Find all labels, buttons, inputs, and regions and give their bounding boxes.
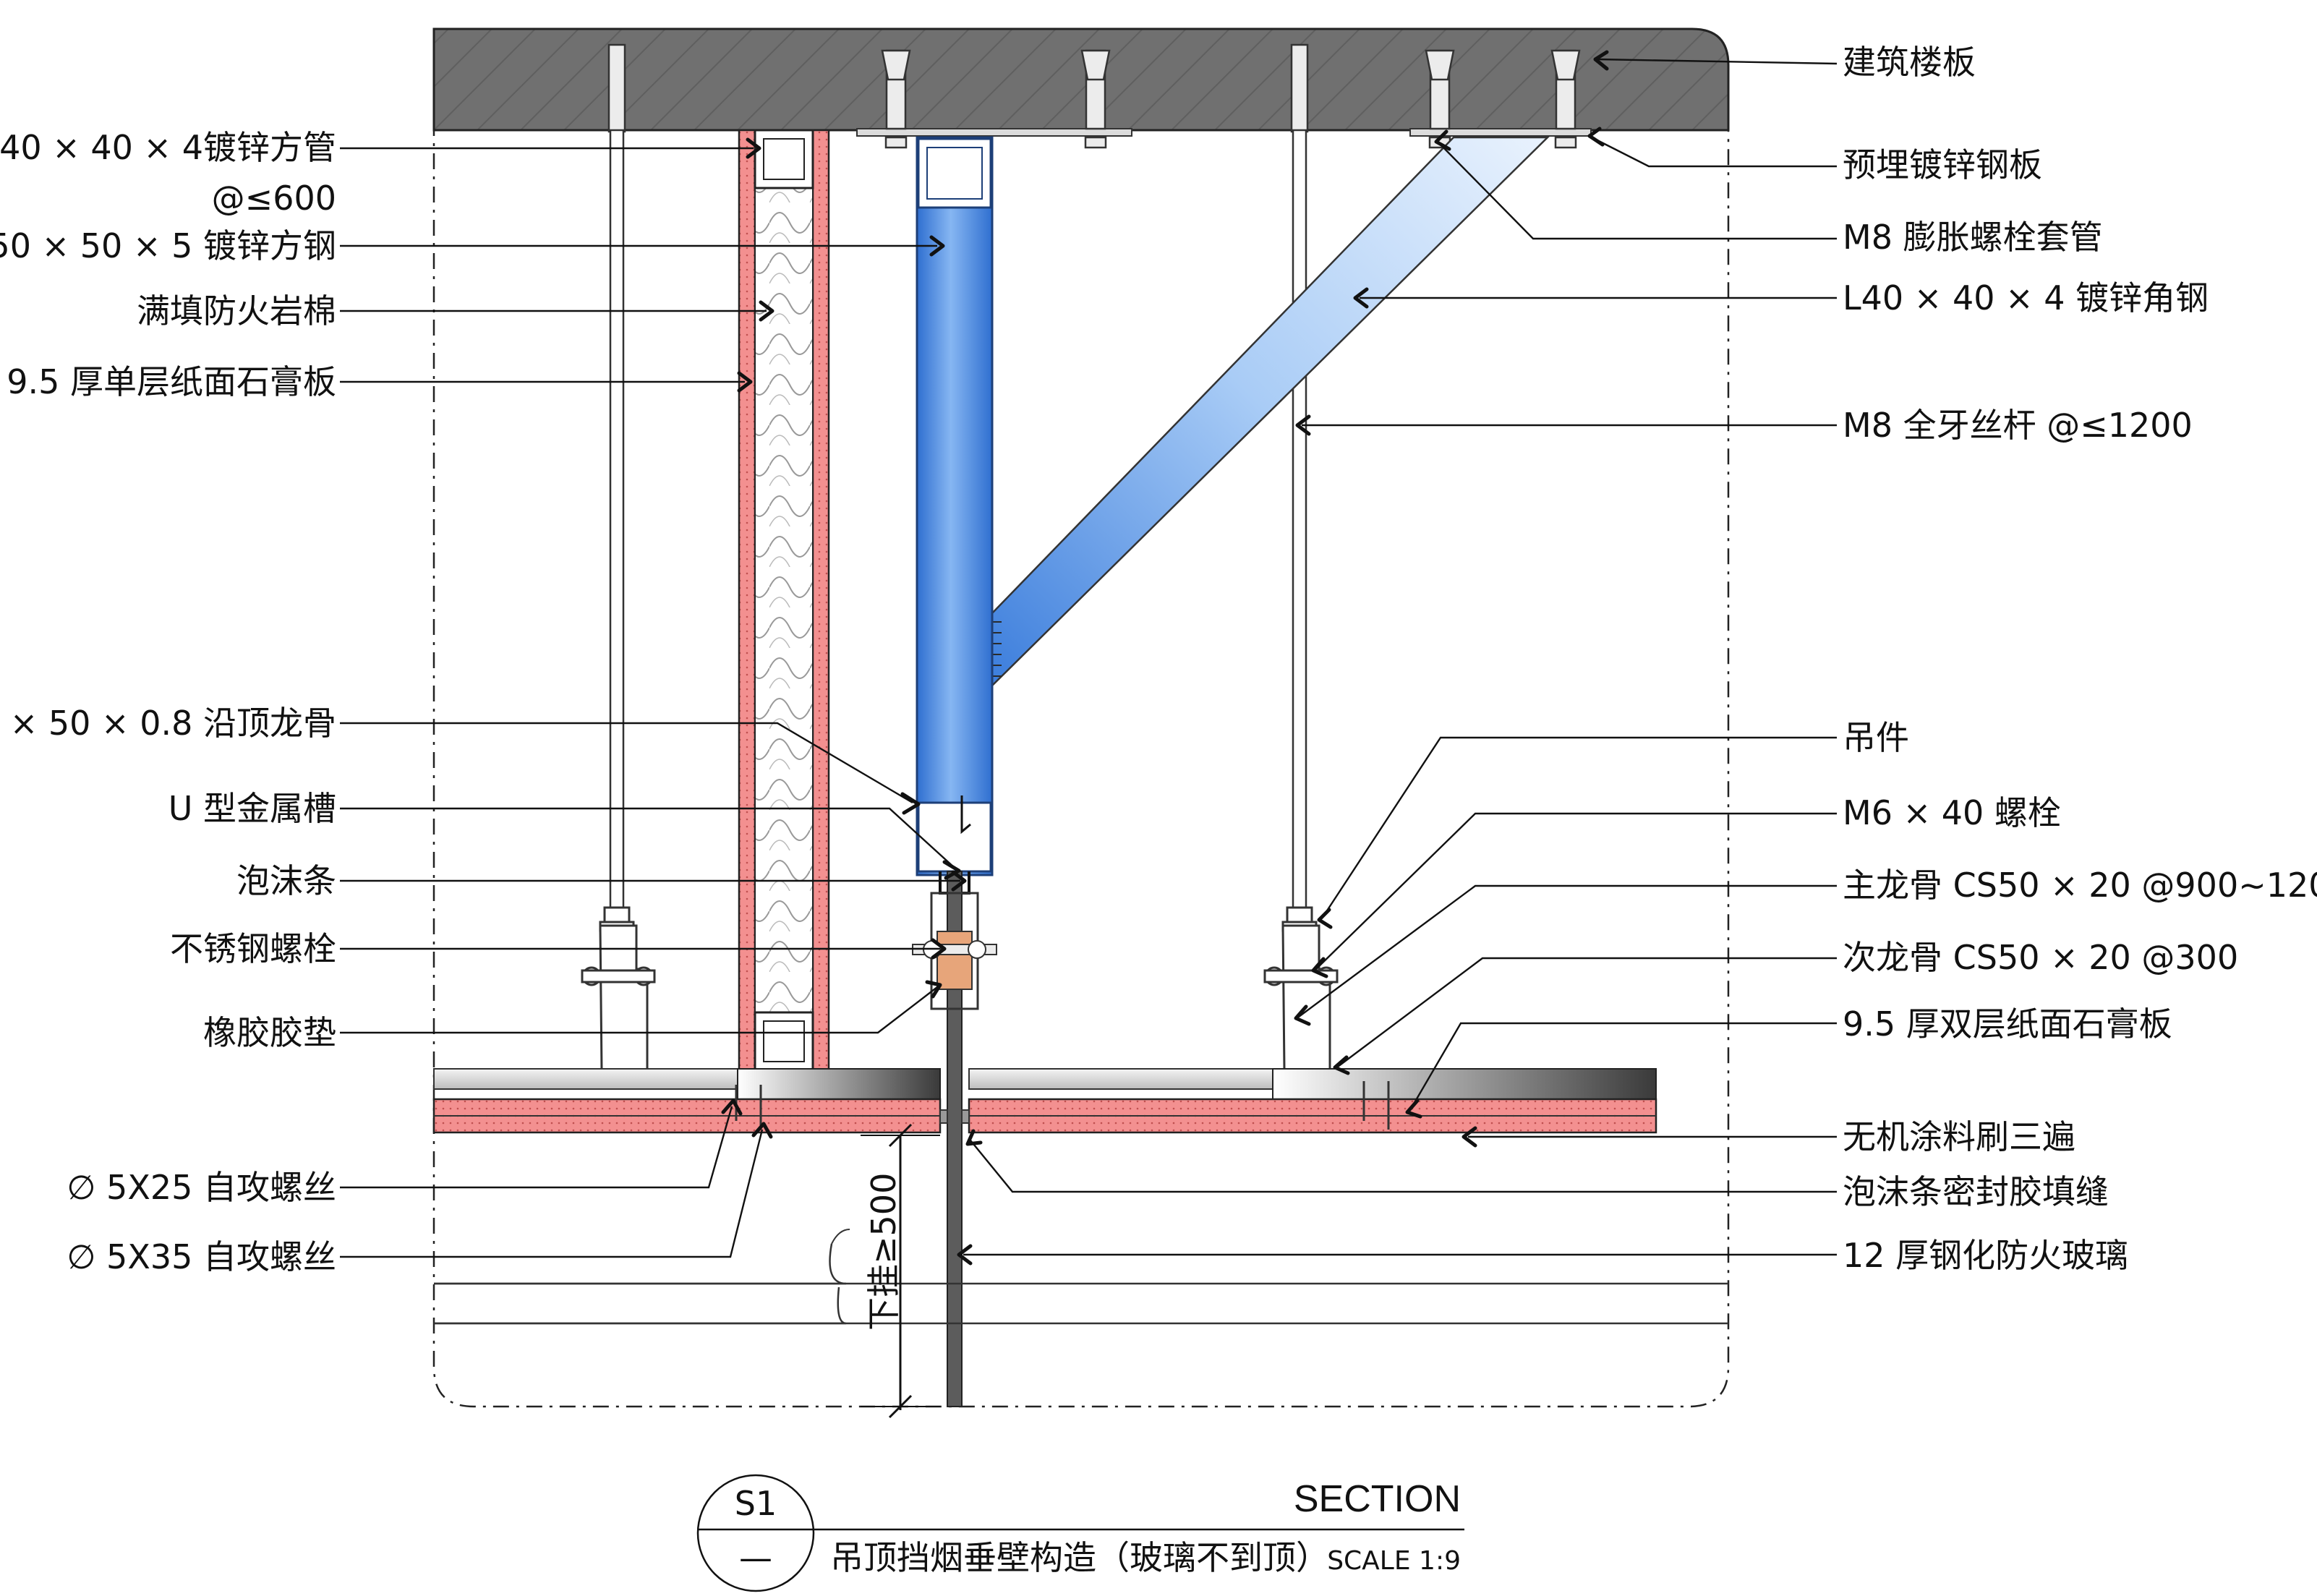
label-tube40-spacing: @≤600 <box>212 179 336 218</box>
label-single-board: 9.5 厚单层纸面石膏板 <box>7 362 336 401</box>
steel-50-top-box <box>917 137 992 209</box>
gypsum-board-right <box>811 129 830 1072</box>
tube-40-bottom <box>754 1011 814 1072</box>
title-sub: — <box>739 1538 772 1577</box>
hanger-left <box>581 906 656 1072</box>
angle-brace <box>989 136 1550 689</box>
hanger-right <box>1263 906 1339 1072</box>
label-double-board: 9.5 厚双层纸面石膏板 <box>1843 1004 2172 1044</box>
label-embed-plate: 预埋镀锌钢板 <box>1843 145 2042 184</box>
rock-wool <box>754 129 814 1071</box>
label-screw35: ∅ 5X35 自攻螺丝 <box>67 1237 336 1276</box>
label-u75: U75 × 50 × 0.8 沿顶龙骨 <box>0 704 336 743</box>
sealant-foam <box>939 1109 970 1124</box>
gypsum-board-left <box>738 129 756 1072</box>
label-foam: 泡沫条 <box>236 861 336 900</box>
label-main-keel: 主龙骨 CS50 × 20 @900~1200 <box>1843 866 2317 905</box>
left-leaders <box>340 137 967 1258</box>
u75-track-box <box>917 801 992 873</box>
label-screw25: ∅ 5X25 自攻螺丝 <box>67 1168 336 1207</box>
lower-lines <box>434 1229 1728 1325</box>
brace-threads <box>987 621 1002 677</box>
concrete-slab <box>432 27 1730 132</box>
dimension-label: 下挂≥500 <box>864 1173 903 1331</box>
title-id: S1 <box>735 1484 777 1523</box>
label-m6bolt: M6 × 40 螺栓 <box>1843 793 2061 832</box>
title-block: S1 — SECTION 吊顶挡烟垂壁构造（玻璃不到顶） SCALE 1:9 <box>696 1474 1464 1592</box>
label-glass: 12 厚钢化防火玻璃 <box>1843 1236 2128 1275</box>
title-scale: SCALE 1:9 <box>1327 1546 1461 1576</box>
title-section: SECTION <box>1294 1478 1461 1520</box>
title-name: 吊顶挡烟垂壁构造（玻璃不到顶） <box>830 1538 1329 1577</box>
title-circle <box>696 1474 815 1592</box>
embed-plate-right <box>1409 128 1592 137</box>
label-sec-keel: 次龙骨 CS50 × 20 @300 <box>1843 938 2238 977</box>
label-hanger: 吊件 <box>1843 718 1909 757</box>
label-m8-sleeve: M8 膨胀螺栓套管 <box>1843 218 2103 257</box>
screw-in-box <box>960 795 971 835</box>
label-slab: 建筑楼板 <box>1843 43 1976 82</box>
secondary-keel-right <box>1272 1068 1657 1100</box>
label-tube40: 40 × 40 × 4镀锌方管 <box>0 128 336 167</box>
steel-50-top-inner <box>926 147 983 200</box>
bolt-nut-right <box>968 940 986 959</box>
label-ss-bolt: 不锈钢螺栓 <box>170 929 336 968</box>
label-sealant: 泡沫条密封胶填缝 <box>1843 1172 2109 1211</box>
steel-50-column <box>916 136 994 876</box>
right-leaders <box>957 50 1838 1266</box>
label-rubber: 橡胶胶垫 <box>203 1013 336 1052</box>
label-steel50: 50 × 50 × 5 镀锌方钢 <box>0 226 336 265</box>
label-coating: 无机涂料刷三遍 <box>1843 1117 2075 1156</box>
label-angle: L40 × 40 × 4 镀锌角钢 <box>1843 278 2209 317</box>
break-outline <box>432 87 1730 1408</box>
label-rod: M8 全牙丝杆 @≤1200 <box>1843 406 2193 445</box>
secondary-keel-left <box>737 1068 941 1100</box>
dimension-line <box>861 1123 940 1419</box>
label-uchannel: U 型金属槽 <box>168 789 336 828</box>
rubber-pad <box>936 931 973 990</box>
embed-plate-left <box>856 128 1132 137</box>
tube-40-top <box>754 129 814 189</box>
label-rockwool: 满填防火岩棉 <box>137 291 336 330</box>
anchor-bolts <box>607 43 1581 149</box>
